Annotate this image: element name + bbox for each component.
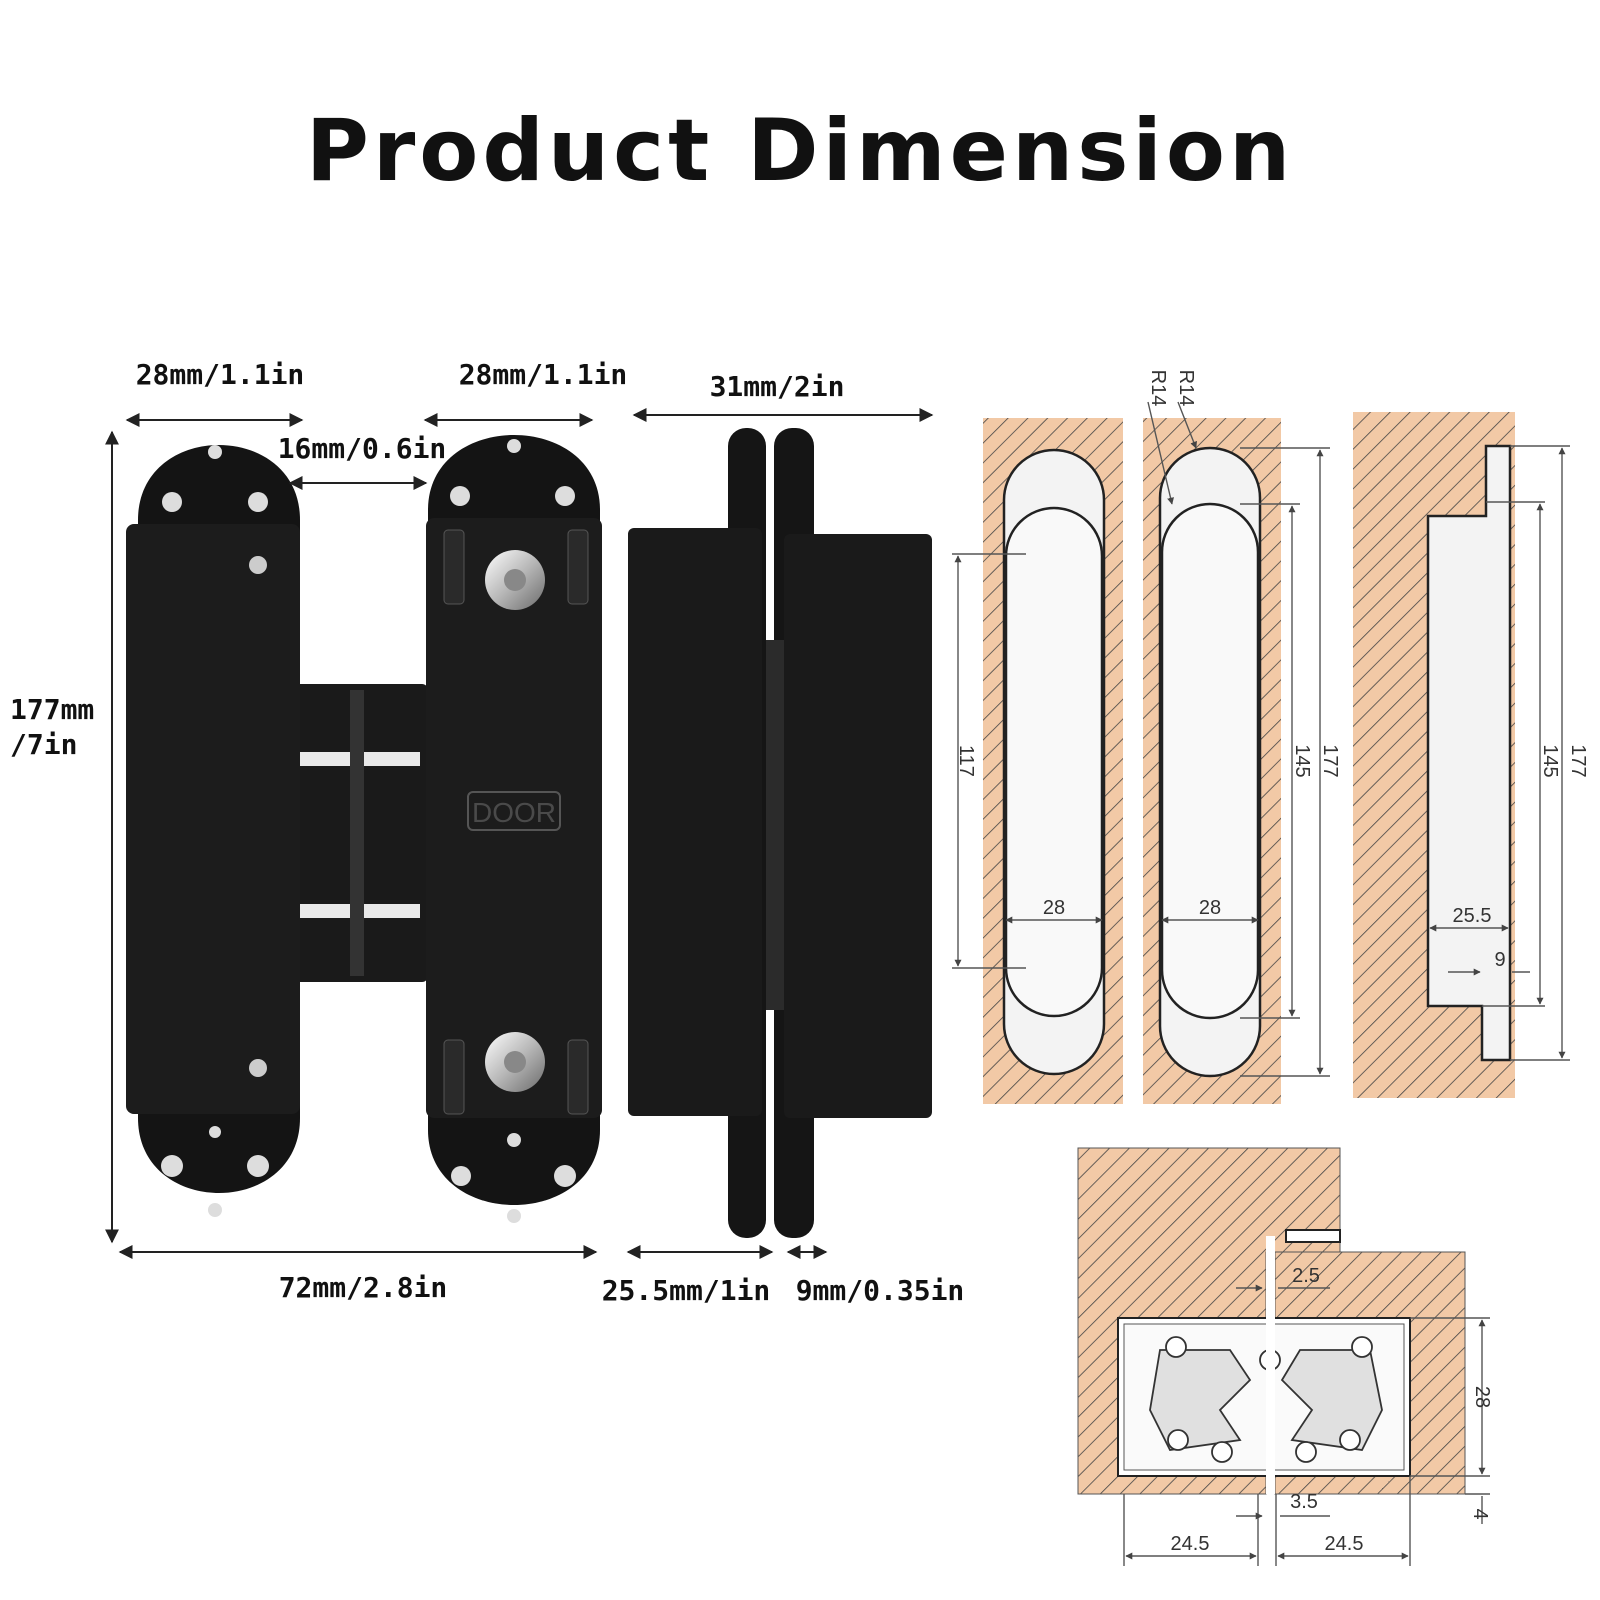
dim-right-leaf-width: 28mm/1.1in <box>459 358 628 391</box>
hinge-side-view <box>628 428 932 1238</box>
dim-24-5-right: 24.5 <box>1325 1533 1364 1555</box>
mortise-drawing-3 <box>1353 412 1570 1098</box>
dim-177-drawing2: 177 <box>1319 744 1341 777</box>
dim-flange: 9mm/0.35in <box>796 1274 965 1307</box>
dim-28-drawing2: 28 <box>1199 897 1221 919</box>
dim-28-drawing1: 28 <box>1043 897 1065 919</box>
photo-dimension-lines <box>105 408 934 1259</box>
dim-height-line1: 177mm <box>10 693 94 726</box>
dim-177-drawing3: 177 <box>1567 744 1589 777</box>
dim-r14-b: R14 <box>1175 370 1197 407</box>
dim-145-drawing2: 145 <box>1291 744 1313 777</box>
hinge-front-view: DOOR <box>126 435 602 1223</box>
dim-height-line2: /7in <box>10 728 77 761</box>
dim-total-width: 72mm/2.8in <box>279 1271 448 1304</box>
dim-9: 9 <box>1494 949 1505 971</box>
dim-28-section: 28 <box>1471 1386 1493 1408</box>
dim-body-depth: 25.5mm/1in <box>602 1274 771 1307</box>
dim-25-5: 25.5 <box>1453 905 1492 927</box>
dim-gap: 16mm/0.6in <box>278 432 447 465</box>
dim-145-drawing3: 145 <box>1539 744 1561 777</box>
mortise-drawing-2 <box>1143 401 1330 1104</box>
dim-3-5: 3.5 <box>1290 1491 1318 1513</box>
hinge-body-right <box>784 534 932 1118</box>
mortise-drawing-1 <box>952 418 1123 1104</box>
dim-4: 4 <box>1469 1508 1491 1519</box>
installed-section-drawing <box>1077 1147 1490 1566</box>
hinge-body-left <box>628 528 762 1116</box>
dim-2-5: 2.5 <box>1292 1265 1320 1287</box>
door-stamp: DOOR <box>472 797 556 828</box>
dim-r14-a: R14 <box>1147 370 1169 407</box>
dim-depth-total: 31mm/2in <box>710 370 845 403</box>
dim-left-leaf-width: 28mm/1.1in <box>136 358 305 391</box>
dim-117: 117 <box>955 745 977 777</box>
dim-24-5-left: 24.5 <box>1171 1533 1210 1555</box>
page-title: Product Dimension <box>306 101 1294 201</box>
